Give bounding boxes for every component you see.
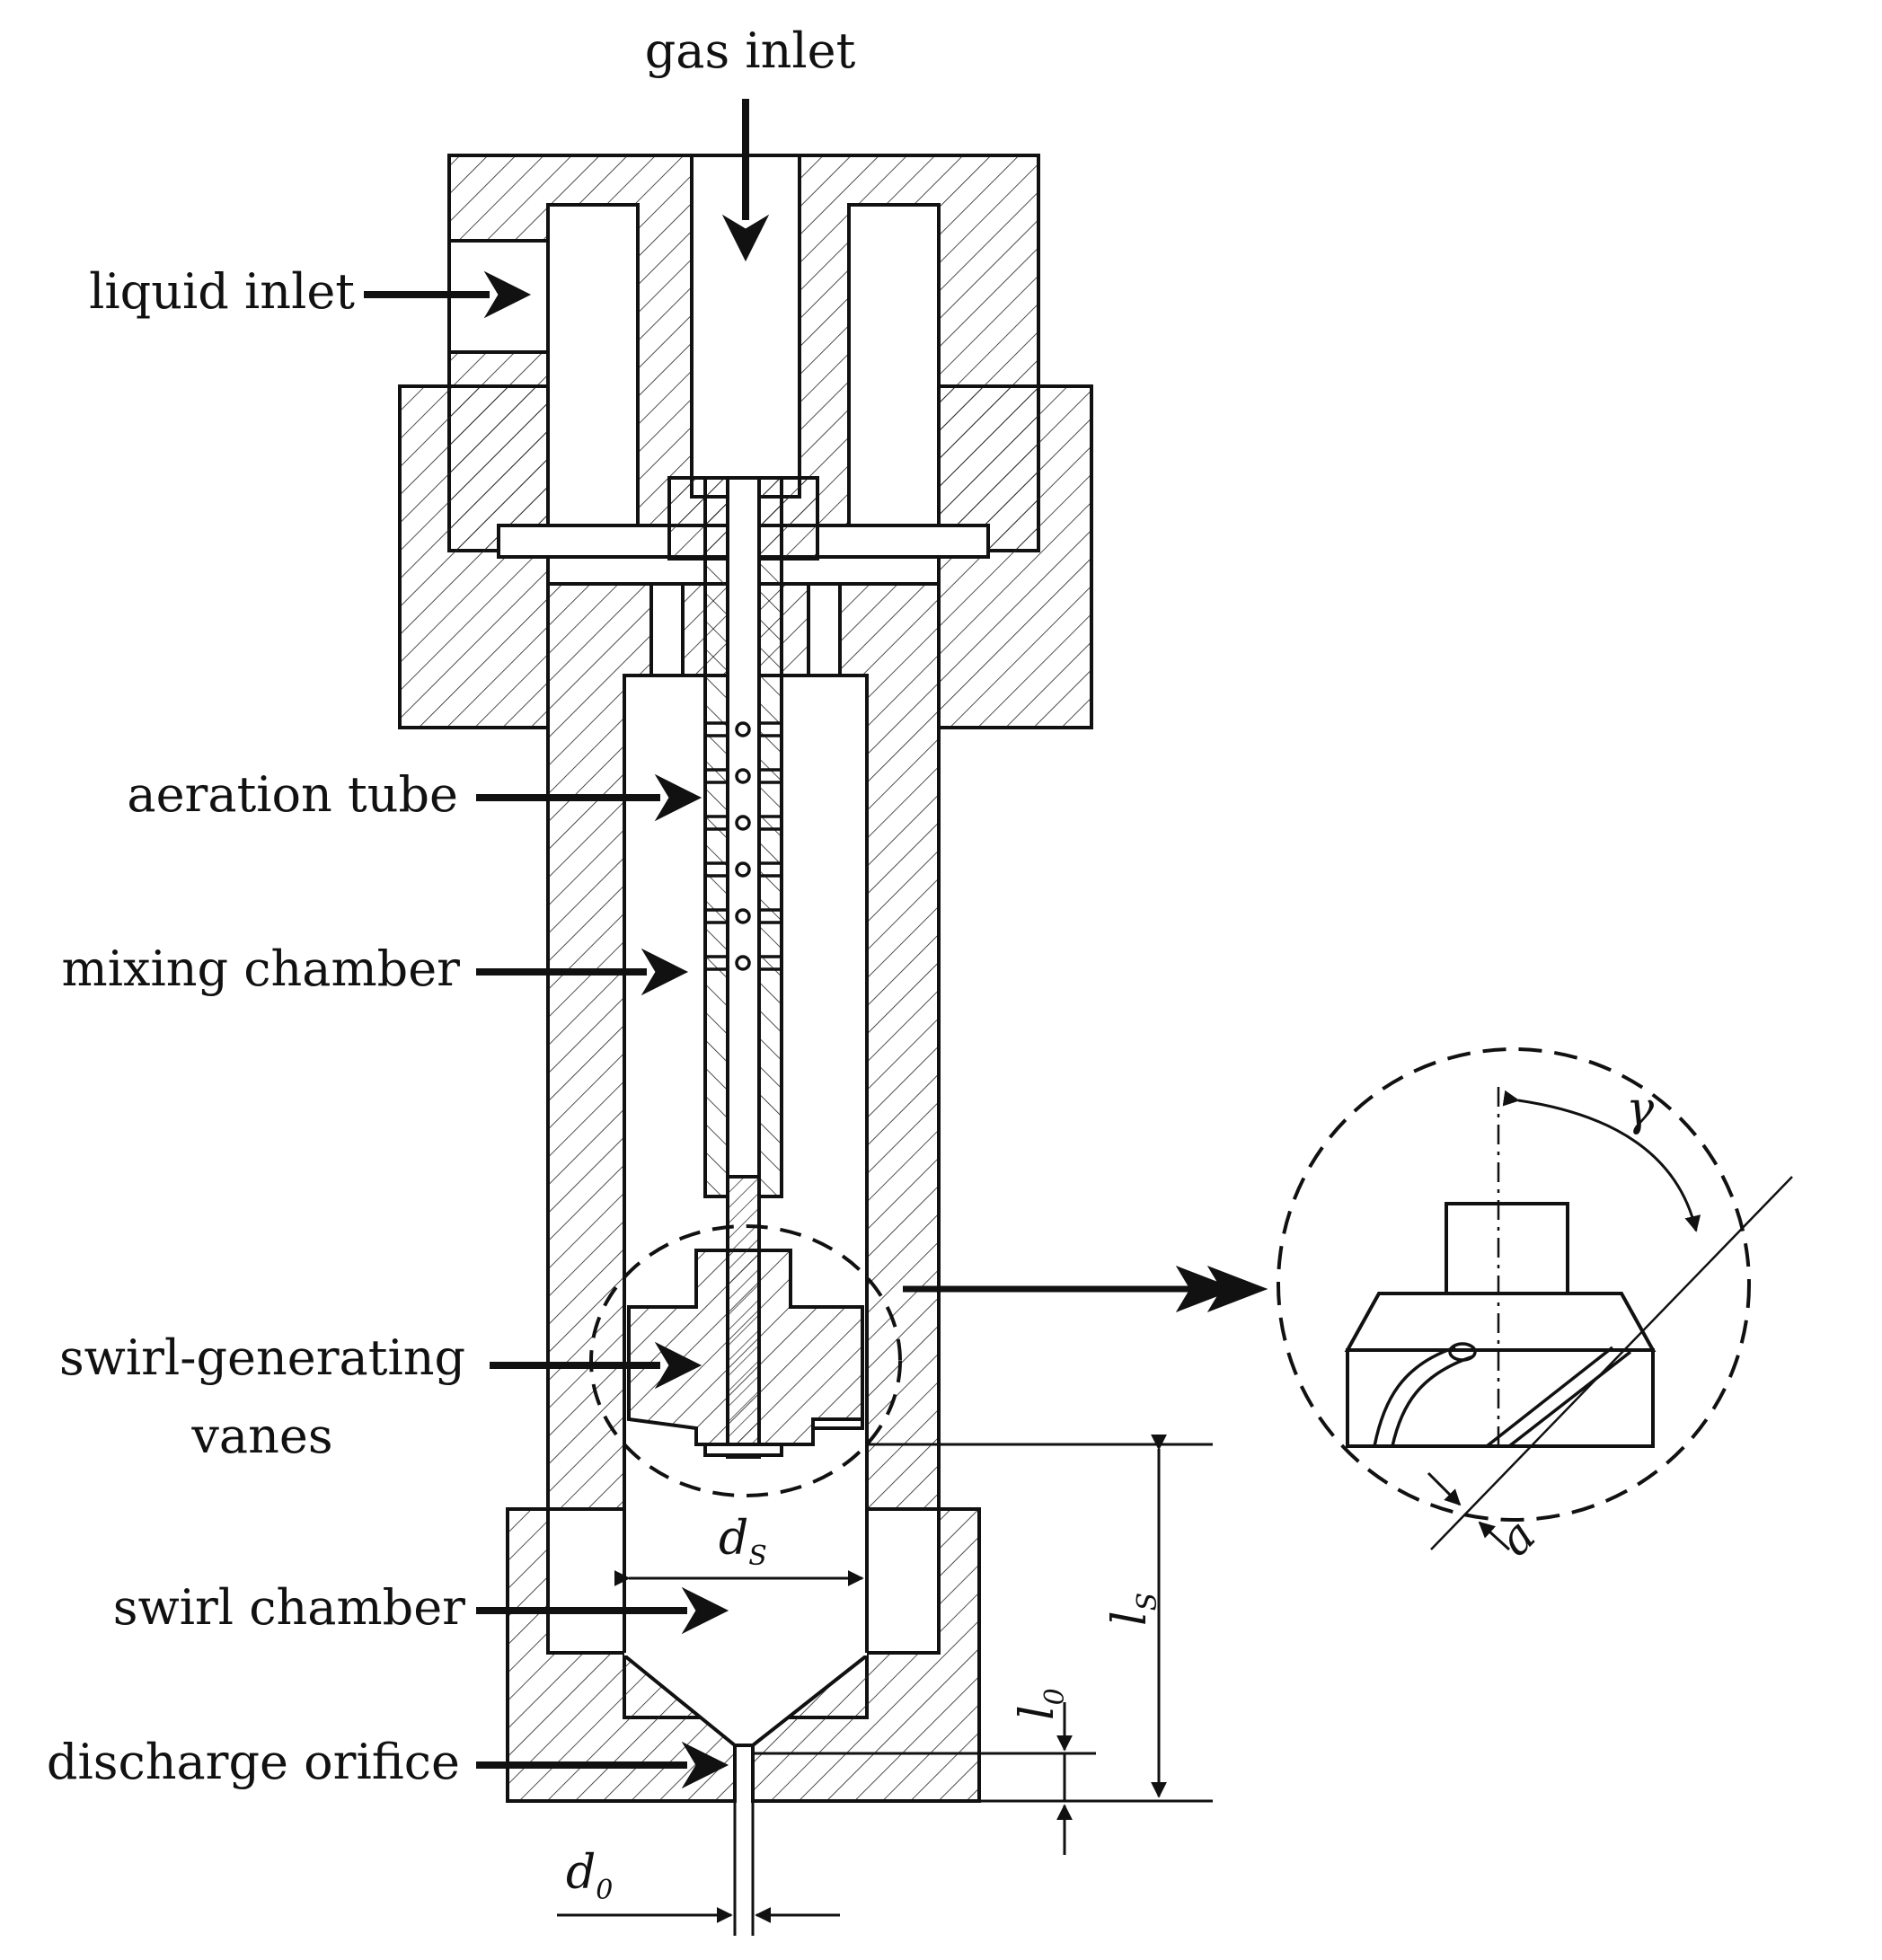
label-aeration-tube: aeration tube [127, 766, 458, 823]
dim-d0: d0 [566, 1846, 613, 1906]
label-swirl-vanes-2: vanes [190, 1408, 332, 1464]
mixing-chamber-arrow [476, 948, 689, 996]
detail-view [1277, 1047, 1793, 1551]
detail-arrow [903, 1266, 1268, 1312]
callout-arrows [364, 99, 770, 1789]
swirl-vanes [627, 1175, 864, 1457]
label-mixing-chamber: mixing chamber [62, 940, 461, 997]
detail-marker-circle [589, 1224, 902, 1497]
swirl-vanes-arrow [490, 1341, 702, 1390]
aeration-hole [735, 721, 751, 737]
liquid-inlet-arrow [364, 270, 532, 319]
aeration-hole [735, 955, 751, 971]
swirl-chamber-arrow [476, 1586, 729, 1635]
label-liquid-inlet: liquid inlet [89, 263, 355, 320]
aeration-hole [735, 815, 751, 831]
discharge-orifice-arrow [476, 1741, 729, 1789]
orifice-lines [733, 1801, 755, 1936]
aeration-hole [735, 768, 751, 784]
aeration-holes [705, 721, 782, 971]
dim-l0: l0 [1011, 1688, 1071, 1720]
aeration-hole [735, 908, 751, 924]
label-gas-inlet: gas inlet [645, 22, 856, 79]
dimension-lines [557, 1434, 1213, 1923]
dim-ds: dS [719, 1512, 767, 1572]
label-swirl-vanes-1: swirl-generating [59, 1329, 465, 1386]
dim-ls: lS [1103, 1593, 1163, 1626]
label-swirl-chamber: swirl chamber [113, 1579, 465, 1636]
aeration-hole [735, 861, 751, 878]
label-discharge-orifice: discharge orifice [47, 1734, 460, 1790]
aeration-tube-arrow [476, 773, 702, 822]
dim-gamma: γ [1626, 1082, 1655, 1136]
head-body [447, 154, 1040, 552]
gas-inlet-arrow [721, 99, 770, 262]
